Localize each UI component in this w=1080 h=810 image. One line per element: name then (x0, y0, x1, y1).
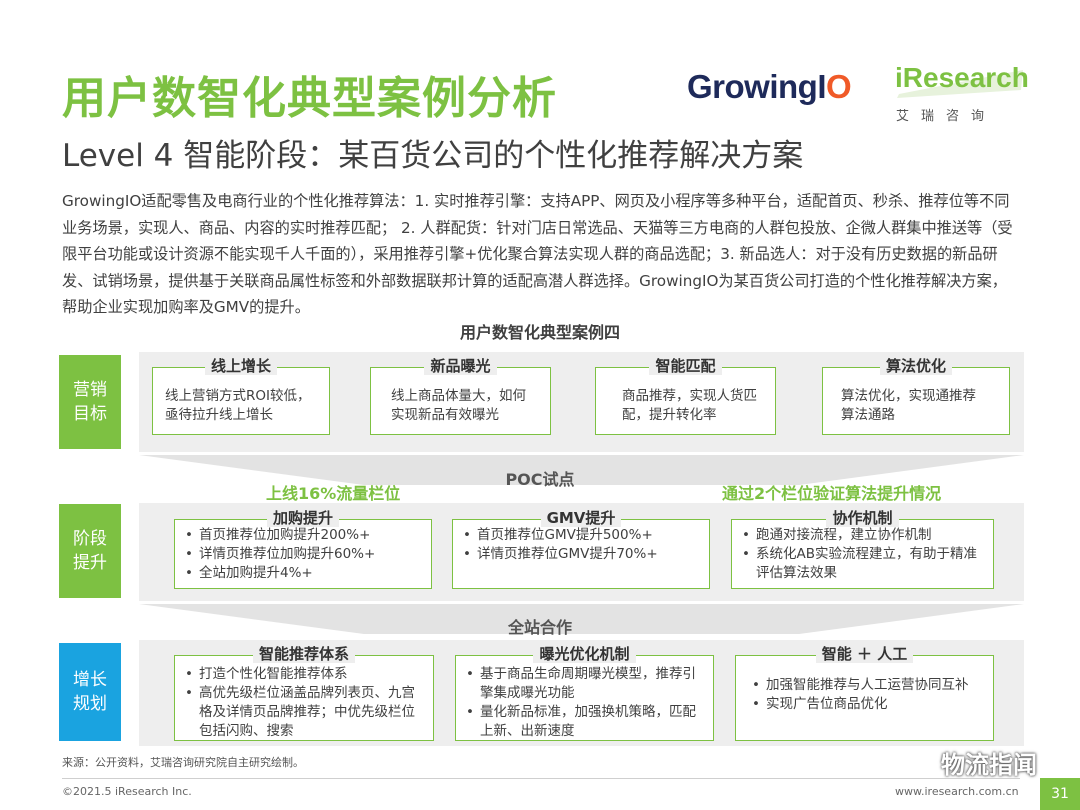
iresearch-logo-cn: 艾瑞咨询 (896, 109, 997, 124)
row-label-stage-lift: 阶段提升 (59, 504, 121, 598)
row-panel-stage-lift: 加购提升 首页推荐位加购提升200%+ 详情页推荐位加购提升60%+ 全站加购提… (139, 503, 1024, 601)
card-add-to-cart-lift: 加购提升 首页推荐位加购提升200%+ 详情页推荐位加购提升60%+ 全站加购提… (174, 509, 432, 589)
card-title: GMV提升 (540, 509, 622, 527)
separator-site-shape (139, 604, 1024, 634)
card-title: 协作机制 (826, 509, 899, 527)
card-list: 首页推荐位加购提升200%+ 详情页推荐位加购提升60%+ 全站加购提升4%+ (175, 520, 431, 583)
page-subtitle: Level 4 智能阶段：某百货公司的个性化推荐解决方案 (62, 138, 804, 174)
card-online-growth: 线上增长 线上营销方式ROI较低，亟待拉升线上增长 (152, 357, 330, 435)
list-item: 基于商品生命周期曝光模型，推荐引擎集成曝光功能 (464, 665, 703, 703)
card-algorithm-optimization: 算法优化 算法优化，实现通推荐算法通路 (822, 357, 1010, 435)
card-list: 基于商品生命周期曝光模型，推荐引擎集成曝光功能 量化新品标准，加强换机策略，匹配… (456, 656, 713, 741)
list-item: 首页推荐位加购提升200%+ (183, 526, 423, 545)
list-item: 打造个性化智能推荐体系 (183, 665, 423, 684)
list-item: 首页推荐位GMV提升500%+ (461, 526, 701, 545)
list-item: 实现广告位商品优化 (750, 695, 981, 714)
page-title: 用户数智化典型案例分析 (62, 73, 557, 124)
row-panel-marketing-goal: 线上增长 线上营销方式ROI较低，亟待拉升线上增长 新品曝光 线上商品体量大，如… (139, 352, 1024, 452)
wechat-icon (896, 749, 931, 776)
growingio-logo: GrowingIO (687, 68, 852, 105)
card-title: 算法优化 (879, 357, 952, 375)
card-smart-recommendation-system: 智能推荐体系 打造个性化智能推荐体系 高优先级栏位涵盖品牌列表页、九宫格及详情页… (174, 645, 434, 741)
intro-paragraph: GrowingIO适配零售及电商行业的个性化推荐算法：1. 实时推荐引擎：支持A… (62, 192, 1013, 316)
card-smart-matching: 智能匹配 商品推荐，实现人货匹配，提升转化率 (595, 357, 776, 435)
card-title: 智能 ＋ 人工 (815, 645, 914, 663)
list-item: 全站加购提升4%+ (183, 564, 423, 583)
poc-right-note: 通过2个栏位验证算法提升情况 (722, 484, 942, 503)
card-new-product-exposure: 新品曝光 线上商品体量大，如何实现新品有效曝光 (370, 357, 551, 435)
watermark-text: 物流指闻 (941, 751, 1037, 779)
watermark: 物流指闻 (895, 745, 1037, 780)
card-title: 线上增长 (204, 357, 277, 375)
row-label-marketing-goal: 营销目标 (59, 355, 121, 449)
card-ai-plus-human: 智能 ＋ 人工 加强智能推荐与人工运营协同互补 实现广告位商品优化 (735, 645, 994, 741)
poc-left-note: 上线16%流量栏位 (266, 484, 401, 503)
iresearch-logo: iResearch (893, 60, 1029, 102)
card-title: 加购提升 (266, 509, 339, 527)
footer-divider (62, 778, 1020, 779)
card-list: 跑通对接流程，建立协作机制 系统化AB实验流程建立，有助于精准评估算法效果 (732, 520, 993, 583)
card-collaboration-mechanism: 协作机制 跑通对接流程，建立协作机制 系统化AB实验流程建立，有助于精准评估算法… (731, 509, 994, 589)
card-list: 首页推荐位GMV提升500%+ 详情页推荐位GMV提升70%+ (453, 520, 709, 564)
case-title: 用户数智化典型案例四 (459, 323, 620, 342)
row-label-growth-plan: 增长规划 (59, 643, 121, 741)
card-text: 线上营销方式ROI较低，亟待拉升线上增长 (165, 388, 311, 423)
card-gmv-lift: GMV提升 首页推荐位GMV提升500%+ 详情页推荐位GMV提升70%+ (452, 509, 710, 589)
list-item: 量化新品标准，加强换机策略，匹配上新、出新速度 (464, 703, 703, 741)
card-title: 智能推荐体系 (252, 645, 355, 663)
card-text: 线上商品体量大，如何实现新品有效曝光 (391, 388, 526, 423)
list-item: 详情页推荐位加购提升60%+ (183, 545, 423, 564)
separator-site-label: 全站合作 (507, 618, 572, 637)
card-title: 曝光优化机制 (533, 645, 636, 663)
card-list: 打造个性化智能推荐体系 高优先级栏位涵盖品牌列表页、九宫格及详情页品牌推荐；中优… (175, 656, 433, 741)
card-exposure-optimization: 曝光优化机制 基于商品生命周期曝光模型，推荐引擎集成曝光功能 量化新品标准，加强… (455, 645, 714, 741)
page-number: 31 (1040, 778, 1080, 810)
list-item: 详情页推荐位GMV提升70%+ (461, 545, 701, 564)
separator-poc-label: POC试点 (505, 470, 575, 489)
site-url: www.iresearch.com.cn (895, 785, 1019, 798)
separator-poc-shape (139, 455, 1024, 485)
source-note: 来源：公开资料，艾瑞咨询研究院自主研究绘制。 (62, 756, 304, 769)
card-list: 加强智能推荐与人工运营协同互补 实现广告位商品优化 (736, 656, 993, 714)
list-item: 高优先级栏位涵盖品牌列表页、九宫格及详情页品牌推荐；中优先级栏位包括闪购、搜索 (183, 684, 423, 741)
list-item: 跑通对接流程，建立协作机制 (740, 526, 985, 545)
list-item: 加强智能推荐与人工运营协同互补 (750, 676, 981, 695)
card-title: 新品曝光 (424, 357, 497, 375)
card-title: 智能匹配 (649, 357, 722, 375)
card-text: 商品推荐，实现人货匹配，提升转化率 (622, 388, 757, 423)
row-panel-growth-plan: 智能推荐体系 打造个性化智能推荐体系 高优先级栏位涵盖品牌列表页、九宫格及详情页… (139, 640, 1024, 746)
list-item: 系统化AB实验流程建立，有助于精准评估算法效果 (740, 545, 985, 583)
copyright: ©2021.5 iResearch Inc. (62, 785, 192, 798)
card-text: 算法优化，实现通推荐算法通路 (841, 388, 976, 423)
